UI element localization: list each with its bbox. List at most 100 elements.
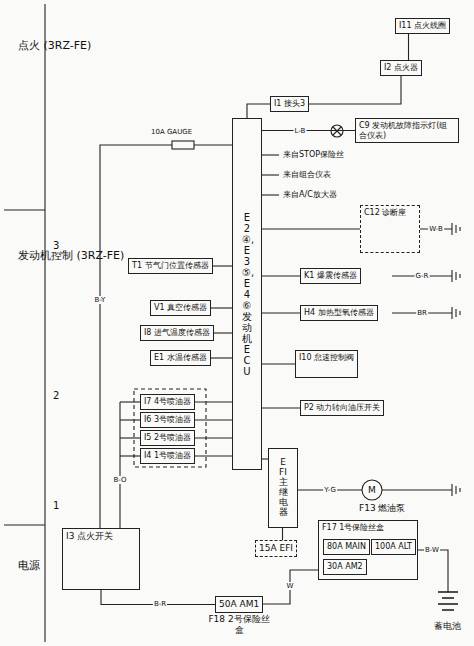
part-caption: F18 2号保险丝盒 <box>208 614 270 636</box>
wire-line <box>416 550 448 592</box>
injector: I6 3号喷油器 <box>140 412 195 428</box>
signal-source: 来自STOP保险丝 <box>282 150 345 159</box>
wire-line <box>120 401 142 402</box>
sensor: I8 进气温度传感器 <box>140 325 214 341</box>
wire-color: W <box>286 582 295 590</box>
wire-line <box>459 274 460 278</box>
wire <box>262 312 300 313</box>
node-text: K1 爆震传感器 <box>304 271 357 281</box>
wire-color: BR <box>416 309 428 317</box>
part-name: F13 燃油泵 <box>358 503 407 513</box>
wire-line <box>262 174 279 175</box>
injector: I4 1号喷油器 <box>140 448 195 464</box>
ignition-coil: I11 点火线圈 <box>395 18 450 34</box>
injector: I7 4号喷油器 <box>140 394 195 410</box>
wire-line <box>442 597 454 599</box>
valve: I10 怠速控制阀 <box>295 350 358 378</box>
fuse-box: F17 1号保险丝盒80A MAIN30A AM2100A ALT <box>318 520 418 580</box>
node-text: I11 点火线圈 <box>399 21 446 31</box>
node-text: H4 加热型氧传感器 <box>304 308 374 318</box>
node-text: I3 点火开关 <box>66 531 113 542</box>
fuse-symbol <box>172 141 194 149</box>
node-text: C12 诊断座 <box>364 208 406 218</box>
wire <box>195 437 232 438</box>
node-text: 30A AM2 <box>327 562 363 572</box>
battery-symbol <box>438 592 458 610</box>
fuse: 100A ALT <box>371 539 416 555</box>
injector-group-outline <box>134 389 206 467</box>
node-text: V1 真空传感器 <box>154 303 207 313</box>
node-text: I1 接头3 <box>274 99 305 109</box>
wire-line <box>459 311 460 315</box>
wire-line <box>455 272 456 280</box>
wire-line <box>455 225 456 233</box>
ignition-switch: I3 点火开关 <box>62 528 140 590</box>
pump-motor <box>362 480 382 500</box>
injector: I5 2号喷油器 <box>140 430 195 446</box>
wire <box>282 528 283 540</box>
sensor: T1 节气门位置传感器 <box>128 258 213 274</box>
wire <box>195 419 232 420</box>
node-text: P2 动力转向油压开关 <box>304 403 380 413</box>
wire <box>195 455 232 456</box>
motor-mark: M <box>367 485 377 495</box>
wire <box>213 265 232 266</box>
part-name: 蓄电池 <box>433 621 462 631</box>
sensor: E1 水温传感器 <box>150 350 211 366</box>
wire-line <box>455 486 456 494</box>
wire-line <box>262 194 279 195</box>
wire <box>211 307 232 308</box>
wire <box>262 363 295 364</box>
section-heading: 电源 <box>17 560 30 573</box>
diagnostic-connector: C12 诊断座 <box>360 205 420 253</box>
fuse-name: 10A GAUGE <box>150 128 193 136</box>
section-heading: 点火 (3RZ-FE) <box>17 40 30 53</box>
wire-color: W-B <box>428 225 444 233</box>
column-number: 2 <box>52 390 60 402</box>
node-text: F17 1号保险丝盒 <box>322 523 384 533</box>
wire <box>262 407 300 408</box>
wire <box>195 401 232 402</box>
sensor: K1 爆震传感器 <box>300 268 361 284</box>
sensor: H4 加热型氧传感器 <box>300 305 378 321</box>
wire-line <box>451 484 452 496</box>
wire <box>100 141 452 604</box>
junction: I1 接头3 <box>270 96 309 112</box>
wire-line <box>119 402 120 530</box>
igniter: I2 点火器 <box>380 60 422 76</box>
wire <box>211 357 232 358</box>
wire <box>247 104 270 118</box>
node-text: I10 怠速控制阀 <box>299 353 354 363</box>
node-text: T1 节气门位置传感器 <box>132 261 209 271</box>
node-text: E1 水温传感器 <box>154 353 207 363</box>
fuse-box: 50A AM1F18 2号保险丝盒 <box>215 596 263 613</box>
wire-line <box>4 524 45 525</box>
node-text: EFI主继电器 <box>279 458 288 517</box>
wire-color: B-R <box>153 600 167 608</box>
wire-color: B-W <box>424 546 440 554</box>
wire-line <box>44 4 45 642</box>
wire <box>309 76 401 104</box>
node-text: 15A EFI <box>259 543 293 554</box>
signal-source: 来自A/C放大器 <box>282 190 338 199</box>
wire-line <box>459 488 460 492</box>
ground-symbol <box>452 223 460 496</box>
wire-line <box>451 307 452 319</box>
wire-line <box>262 154 279 155</box>
wire-line <box>382 489 452 490</box>
wire <box>214 332 232 333</box>
sensor: V1 真空传感器 <box>150 300 211 316</box>
wire-line <box>459 227 460 231</box>
wire-line <box>455 309 456 317</box>
column-number: 1 <box>52 500 60 512</box>
wire-line <box>451 223 452 235</box>
section-heading: 发动机控制 (3RZ-FE) <box>17 250 30 263</box>
wire-color: B-O <box>112 476 127 484</box>
column-number: 3 <box>52 240 60 252</box>
wire-line <box>258 570 320 604</box>
wire-line <box>451 270 452 282</box>
wire-line <box>442 609 454 611</box>
node-text: I8 进气温度传感器 <box>144 328 210 338</box>
wire-line <box>120 419 142 420</box>
ecu-box: E2④, E3⑤, E4⑥发动机 ECU <box>232 118 262 470</box>
